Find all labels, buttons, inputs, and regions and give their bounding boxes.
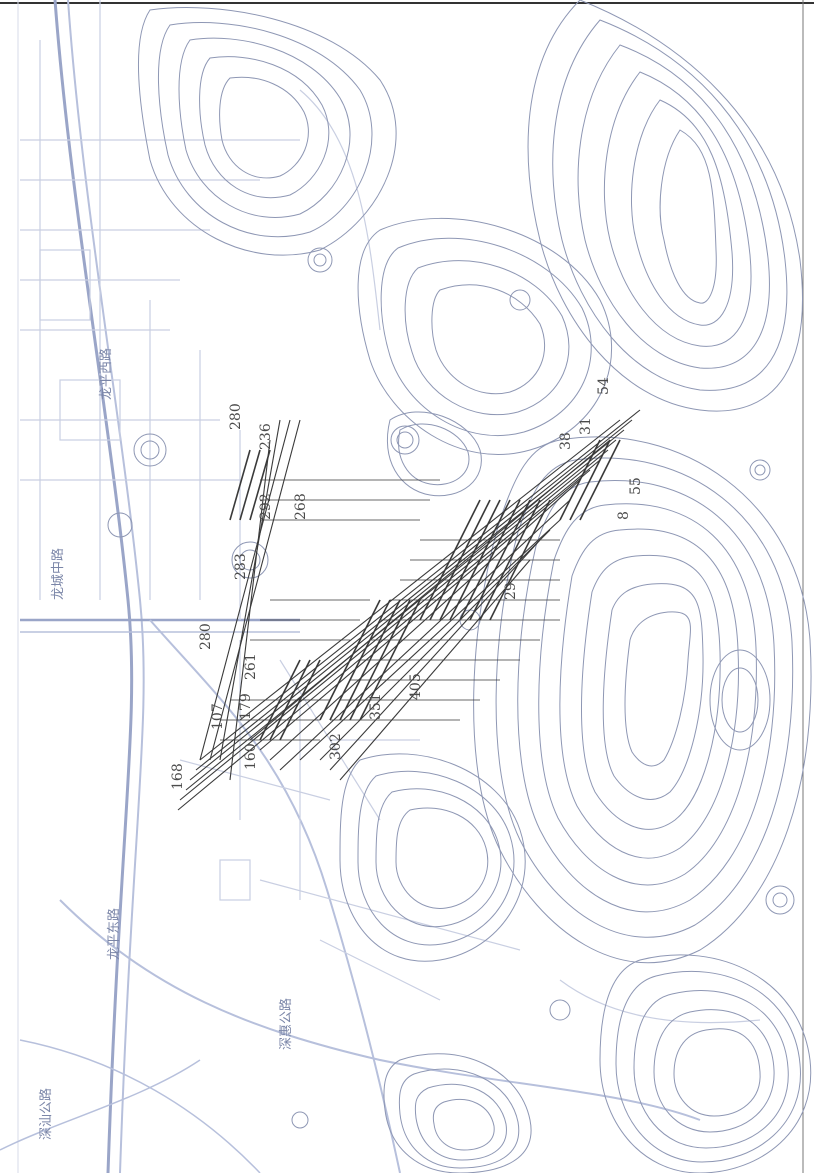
contour-lines xyxy=(107,0,812,1173)
survey-number: 179 xyxy=(238,693,254,720)
survey-number: 292 xyxy=(258,493,274,520)
survey-number: 107 xyxy=(210,703,226,730)
survey-number: 31 xyxy=(578,417,594,435)
survey-number: 8 xyxy=(616,511,632,520)
road-label-shenshan: 深汕公路 xyxy=(38,1088,54,1140)
contour-mass-south xyxy=(339,753,526,962)
contour-mass-east xyxy=(473,436,812,964)
survey-number: 405 xyxy=(408,673,424,700)
survey-number: 168 xyxy=(170,763,186,790)
survey-number: 283 xyxy=(233,553,249,580)
road-label-longping-xi: 龙平西路 xyxy=(98,348,114,400)
contour-mass-southeast xyxy=(599,954,812,1173)
survey-number: 280 xyxy=(198,623,214,650)
survey-number: 29 xyxy=(503,582,519,600)
survey-number: 261 xyxy=(243,653,259,680)
road-network xyxy=(0,0,761,1173)
contour-mass-center-north xyxy=(357,218,613,497)
survey-dense-cluster xyxy=(229,439,621,741)
survey-number: 280 xyxy=(228,403,244,430)
survey-number: 160 xyxy=(243,743,259,770)
survey-number: 268 xyxy=(293,493,309,520)
survey-line-bundle xyxy=(177,409,641,811)
survey-number-group: 54 55 8 31 38 405 351 302 168 107 280 28… xyxy=(170,377,644,790)
survey-number: 236 xyxy=(258,423,274,450)
contour-mass-northeast xyxy=(527,0,803,412)
road-label-shenhui: 深惠公路 xyxy=(278,998,294,1050)
road-label-longping-dong: 龙平东路 xyxy=(106,908,122,960)
road-label-longcheng-zhong: 龙城中路 xyxy=(50,548,66,600)
survey-number: 54 xyxy=(596,377,612,395)
survey-number: 38 xyxy=(558,432,574,450)
contour-mass-southwest xyxy=(383,1053,532,1173)
survey-number: 351 xyxy=(368,693,384,720)
road-label-group: 龙城中路 龙平东路 深惠公路 深汕公路 龙平西路 xyxy=(38,348,294,1140)
contour-mass-north xyxy=(138,7,397,256)
survey-number: 302 xyxy=(328,733,344,760)
survey-number: 55 xyxy=(628,477,644,495)
